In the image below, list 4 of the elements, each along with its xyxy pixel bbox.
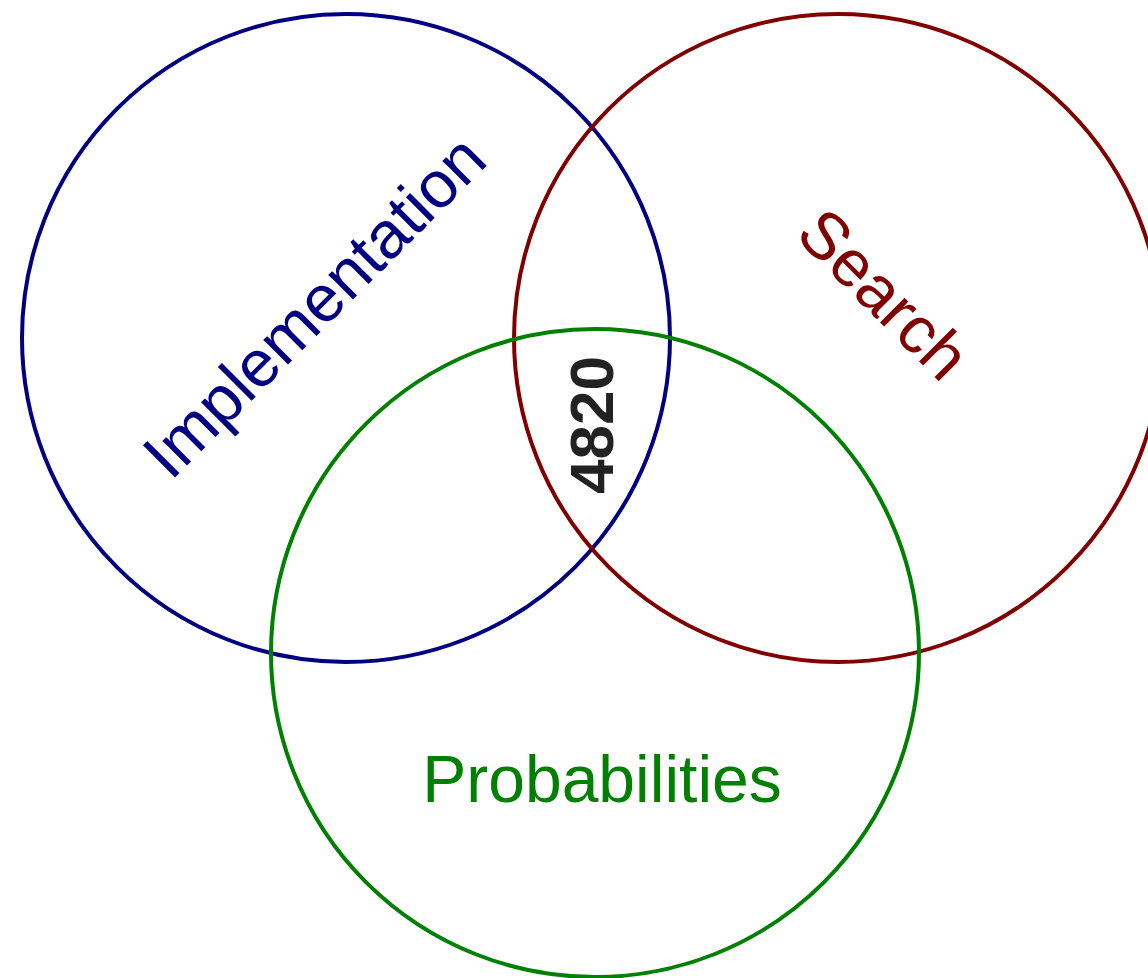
intersection-count: 4820 [561, 356, 623, 494]
venn-circle [512, 12, 1148, 664]
venn-circle [20, 12, 672, 664]
set-label: Probabilities [422, 746, 782, 812]
